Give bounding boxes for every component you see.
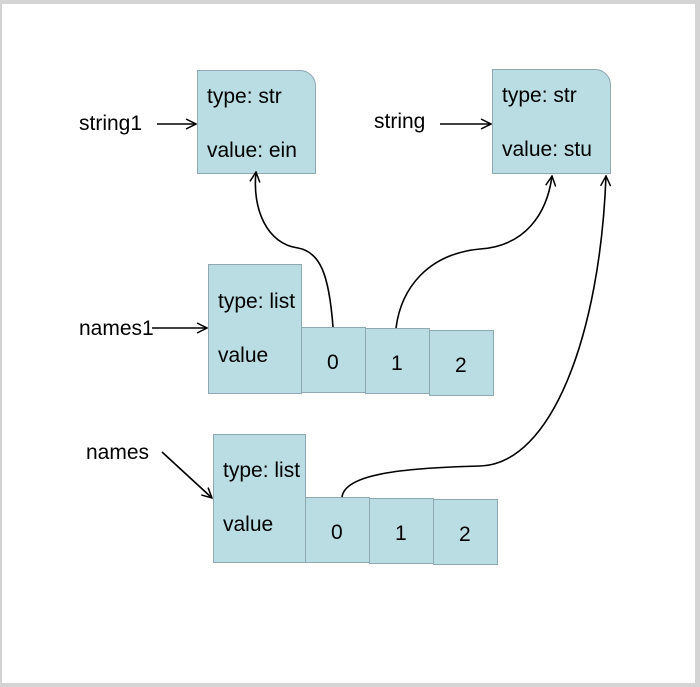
list2-header: type: list value xyxy=(213,434,306,563)
list2-cell-2: 2 xyxy=(433,499,498,565)
list1-cell-1-label: 1 xyxy=(391,352,403,375)
list2-type: type: list xyxy=(223,459,301,482)
str-stu-type: type: str xyxy=(502,84,577,107)
list1-cell-2: 2 xyxy=(429,330,494,396)
list1-cell-2-label: 2 xyxy=(455,354,467,377)
reference-arrows xyxy=(152,4,695,683)
list1-cell-0: 0 xyxy=(301,327,366,393)
diagram-canvas: string1 string names1 names type: str va… xyxy=(2,4,695,683)
str-object-ein: type: str value: ein xyxy=(197,70,316,174)
list2-cell-2-label: 2 xyxy=(459,523,471,546)
var-string-label: string xyxy=(374,110,426,133)
var-names-label: names xyxy=(86,441,150,464)
list1-cell-0-label: 0 xyxy=(327,351,339,374)
str-stu-value: value: stu xyxy=(502,138,592,161)
list2-value: value xyxy=(223,513,274,536)
arrow-list1-cell0-to-ein xyxy=(255,172,334,328)
list2-cell-1-label: 1 xyxy=(395,522,407,545)
var-names1-label: names1 xyxy=(79,317,154,340)
list2-cell-0: 0 xyxy=(305,497,370,563)
arrow-list2-cell0-to-stu xyxy=(341,176,606,498)
list1-value: value xyxy=(218,344,269,367)
str-object-stu: type: str value: stu xyxy=(492,69,611,174)
list2-cell-1: 1 xyxy=(369,498,434,564)
list1-header: type: list value xyxy=(208,264,302,394)
arrow-names-to-list2 xyxy=(161,451,212,498)
list2-cell-0-label: 0 xyxy=(331,521,343,544)
var-string1-label: string1 xyxy=(79,112,143,135)
str-ein-type: type: str xyxy=(207,85,282,108)
arrow-list1-cell1-to-stu xyxy=(395,176,552,329)
str-ein-value: value: ein xyxy=(207,139,297,162)
list1-type: type: list xyxy=(218,290,296,313)
